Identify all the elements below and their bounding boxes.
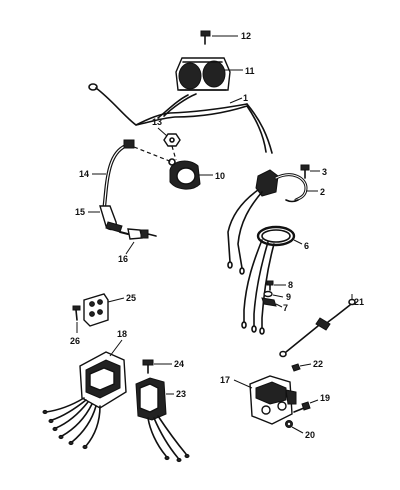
part-13-nut	[163, 133, 181, 147]
callout-1: 1	[243, 93, 248, 103]
part-3-screw	[300, 164, 310, 179]
callout-10: 10	[215, 171, 225, 181]
part-18-power-pack	[42, 351, 127, 450]
leader-20	[291, 426, 304, 434]
part-6-trigger-coil	[241, 225, 296, 335]
assembly-line-13-10	[171, 145, 177, 161]
callout-20: 20	[305, 430, 315, 440]
part-26-screw	[72, 305, 81, 321]
part-22-screw	[291, 363, 301, 372]
callout-2: 2	[320, 187, 325, 197]
leader-22	[299, 363, 312, 367]
callout-16: 16	[118, 254, 128, 264]
callout-26: 26	[70, 336, 80, 346]
callout-11: 11	[245, 66, 255, 76]
part-1-wiring-harness	[88, 83, 273, 154]
part-19-bolt	[293, 401, 311, 413]
stator-lead-wires	[227, 189, 263, 275]
callout-19: 19	[320, 393, 330, 403]
callout-22: 22	[313, 359, 323, 369]
part-11-coil-pack	[175, 57, 231, 91]
part-2-stator	[255, 169, 308, 203]
part-17-switch-box	[249, 375, 297, 425]
callout-18: 18	[117, 329, 127, 339]
leader-6	[293, 239, 303, 245]
part-15-spark-plug-boot	[99, 205, 123, 233]
callout-15: 15	[75, 207, 85, 217]
callout-24: 24	[174, 359, 184, 369]
part-23-rectifier	[135, 377, 190, 463]
assembly-line-14-10	[133, 146, 173, 163]
callout-17: 17	[220, 375, 230, 385]
part-9-washer	[263, 290, 273, 298]
callout-3: 3	[322, 167, 327, 177]
leader-18	[109, 339, 123, 357]
part-25-terminal-block	[83, 293, 109, 327]
leader-19	[309, 399, 319, 404]
part-8-screw	[266, 280, 274, 291]
leader-13	[157, 127, 168, 137]
callout-14: 14	[79, 169, 89, 179]
callout-9: 9	[286, 292, 291, 302]
leader-1	[229, 97, 243, 104]
leader-9	[272, 294, 284, 298]
part-7-clamp	[261, 297, 277, 307]
leader-16	[125, 241, 135, 255]
callout-23: 23	[176, 389, 186, 399]
part-20-washer	[285, 420, 293, 428]
part-10-coil	[168, 158, 201, 190]
callout-21: 21	[354, 297, 364, 307]
callout-8: 8	[288, 280, 293, 290]
callout-25: 25	[126, 293, 136, 303]
callout-7: 7	[283, 303, 288, 313]
callout-12: 12	[241, 31, 251, 41]
leader-25	[107, 297, 125, 303]
part-12-screw	[200, 30, 211, 45]
leader-17	[233, 379, 253, 389]
part-24-screw	[142, 359, 154, 374]
part-14-high-tension-lead	[102, 139, 135, 212]
part-16-spark-plug	[119, 228, 157, 240]
callout-6: 6	[304, 241, 309, 251]
callout-13: 13	[152, 117, 162, 127]
leader-7	[275, 303, 283, 308]
part-21-ground-lead	[279, 298, 356, 358]
